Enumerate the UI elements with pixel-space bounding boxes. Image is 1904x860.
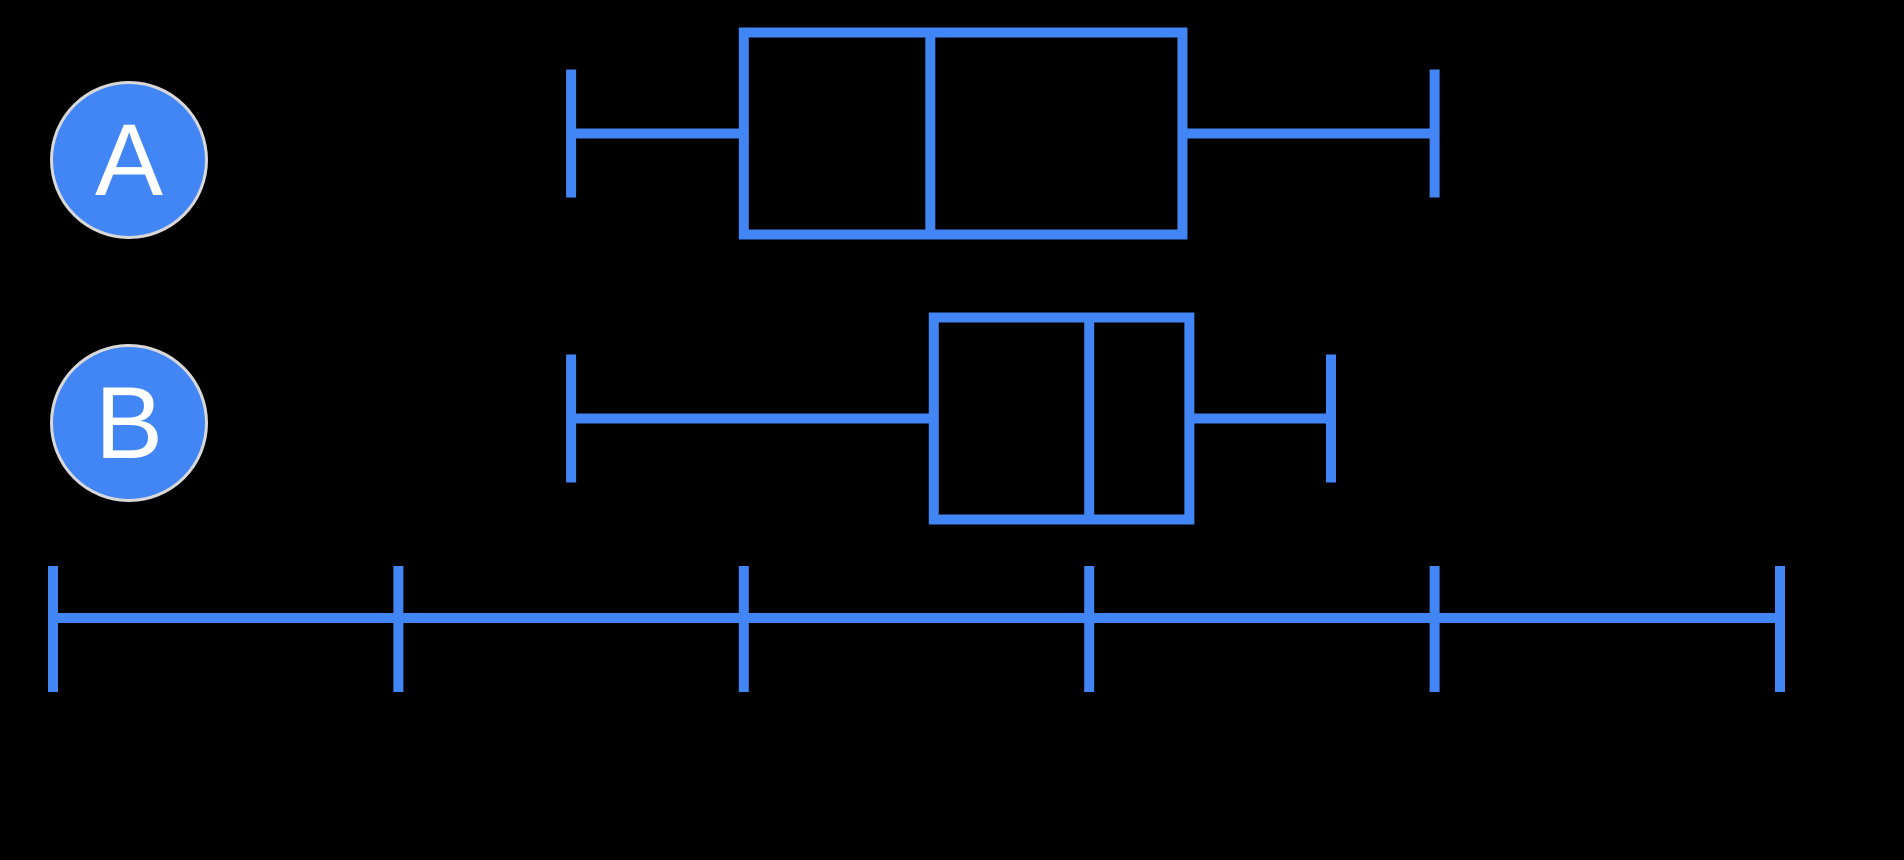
series-b-box: [928, 312, 1195, 525]
series-b-badge-label: B: [94, 366, 164, 480]
series-a-box: [738, 27, 1188, 240]
series-a-badge-label: A: [94, 103, 164, 217]
series-a-badge: A: [50, 81, 208, 239]
series-b-badge: B: [50, 344, 208, 502]
